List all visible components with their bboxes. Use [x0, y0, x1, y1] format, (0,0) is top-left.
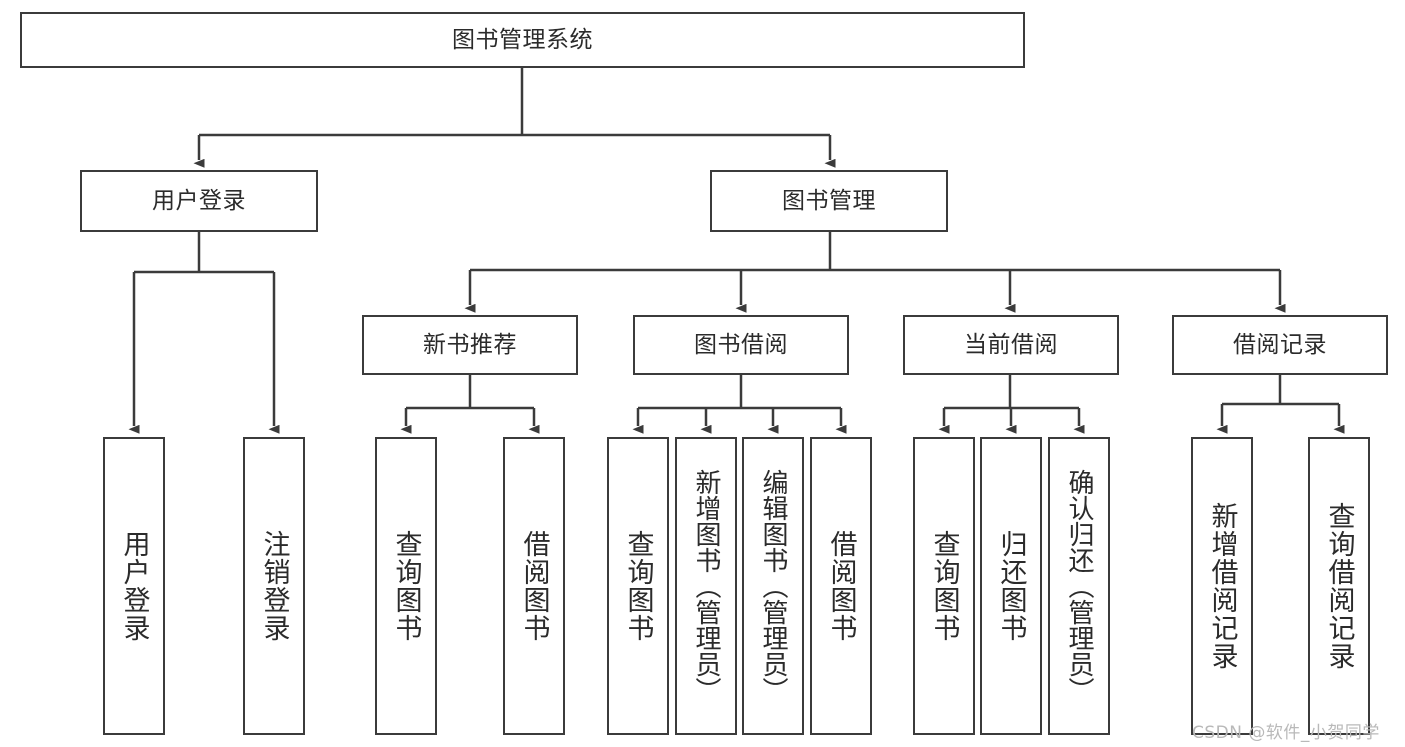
node-label: 用户登录 [118, 530, 150, 642]
node-label: 确认归还（管理员） [1064, 469, 1094, 703]
node-label: 查询图书 [928, 530, 960, 642]
node-label: 图书管理系统 [452, 26, 593, 53]
node-leaf-borrow-book[interactable]: 借阅图书 [810, 437, 872, 735]
node-label: 查询图书 [390, 530, 422, 642]
node-label: 查询借阅记录 [1323, 502, 1355, 670]
node-new-book-recommend[interactable]: 新书推荐 [362, 315, 578, 375]
node-label: 新增借阅记录 [1206, 502, 1238, 670]
node-label: 借阅记录 [1233, 331, 1327, 358]
node-user-login[interactable]: 用户登录 [80, 170, 318, 232]
node-leaf-logout[interactable]: 注销登录 [243, 437, 305, 735]
node-leaf-query-book-recommend[interactable]: 查询图书 [375, 437, 437, 735]
node-label: 注销登录 [258, 530, 290, 642]
node-label: 当前借阅 [964, 331, 1058, 358]
node-label: 查询图书 [622, 530, 654, 642]
node-leaf-query-book-current[interactable]: 查询图书 [913, 437, 975, 735]
node-leaf-return-book[interactable]: 归还图书 [980, 437, 1042, 735]
node-book-management[interactable]: 图书管理 [710, 170, 948, 232]
node-label: 新增图书（管理员） [691, 469, 721, 703]
node-label: 图书管理 [782, 187, 876, 214]
node-leaf-edit-book-admin[interactable]: 编辑图书（管理员） [742, 437, 804, 735]
node-label: 归还图书 [995, 530, 1027, 642]
node-book-borrow[interactable]: 图书借阅 [633, 315, 849, 375]
node-label: 借阅图书 [825, 530, 857, 642]
node-root-book-management-system[interactable]: 图书管理系统 [20, 12, 1025, 68]
node-label: 新书推荐 [423, 331, 517, 358]
node-label: 编辑图书（管理员） [758, 469, 788, 703]
node-leaf-query-borrow-record[interactable]: 查询借阅记录 [1308, 437, 1370, 735]
csdn-watermark: CSDN @软件_小贺同学 [1192, 723, 1380, 743]
node-leaf-add-book-admin[interactable]: 新增图书（管理员） [675, 437, 737, 735]
node-label: 用户登录 [152, 187, 246, 214]
node-leaf-borrow-book-recommend[interactable]: 借阅图书 [503, 437, 565, 735]
node-current-borrow[interactable]: 当前借阅 [903, 315, 1119, 375]
node-label: 图书借阅 [694, 331, 788, 358]
node-leaf-confirm-return-admin[interactable]: 确认归还（管理员） [1048, 437, 1110, 735]
node-borrow-record[interactable]: 借阅记录 [1172, 315, 1388, 375]
node-leaf-add-borrow-record[interactable]: 新增借阅记录 [1191, 437, 1253, 735]
node-leaf-user-login[interactable]: 用户登录 [103, 437, 165, 735]
node-label: 借阅图书 [518, 530, 550, 642]
node-leaf-query-book-borrow[interactable]: 查询图书 [607, 437, 669, 735]
